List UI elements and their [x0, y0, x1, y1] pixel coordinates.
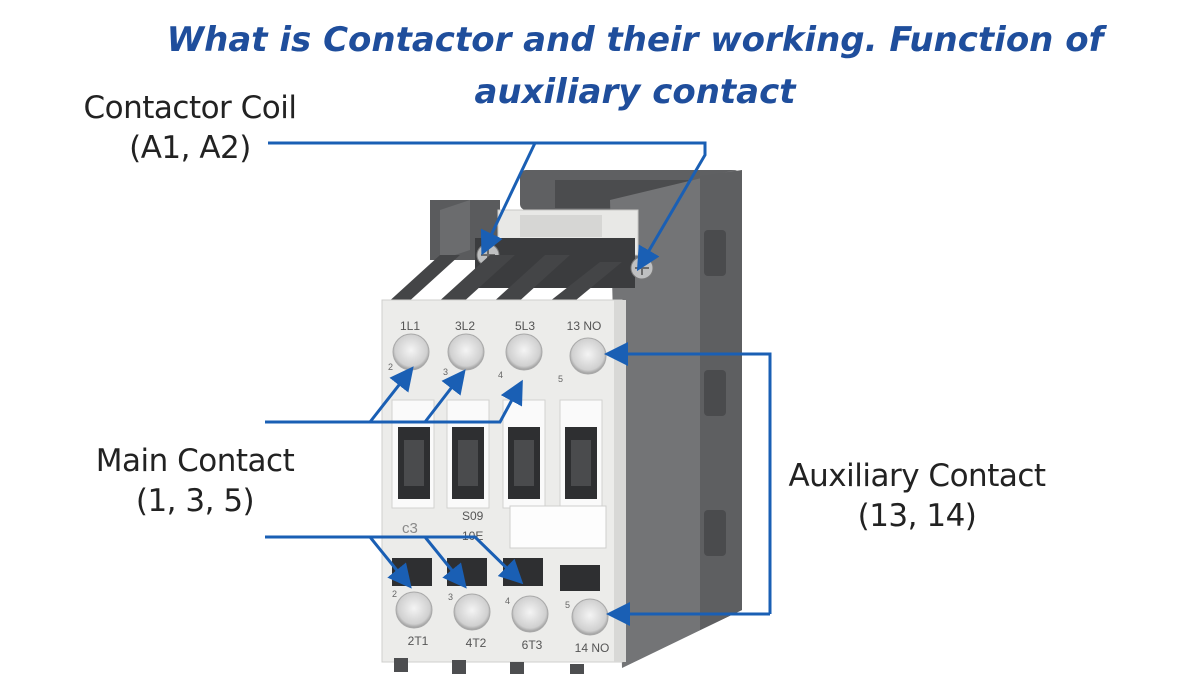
contactor-coil-label-terminals: (A1, A2) — [129, 130, 251, 166]
top-number-2: 2 — [388, 362, 393, 372]
label-window — [509, 505, 607, 549]
main-arrow-bottom-2 — [423, 536, 467, 589]
bottom-terminal-holes: 2 3 4 5 — [392, 589, 609, 636]
main-arrow-top-1 — [368, 366, 414, 423]
aux-arrow-13 — [604, 342, 772, 614]
page-title: What is Contactor and their working. Fun… — [166, 20, 1104, 112]
terminal-label-4t2: 4T2 — [466, 636, 487, 650]
terminal-label-2t1: 2T1 — [408, 634, 429, 648]
main-arrow-bottom-3 — [265, 535, 524, 585]
terminal-label-13no: 13 NO — [567, 319, 602, 333]
main-arrow-top-2 — [423, 369, 466, 423]
bottom-number-3: 3 — [448, 592, 453, 602]
terminal-label-5l3: 5L3 — [515, 319, 535, 333]
coil-arrow-a2 — [268, 141, 707, 272]
auxiliary-contact-label: Auxiliary Contact (13, 14) — [782, 456, 1052, 536]
bottom-terminal-labels: 2T1 4T2 6T3 14 NO — [408, 634, 610, 655]
contact-windows — [391, 399, 603, 509]
main-contact-label-name: Main Contact — [95, 443, 295, 479]
top-terminal-labels: 1L1 3L2 5L3 13 NO — [400, 319, 601, 333]
contactor-housing — [430, 170, 742, 668]
top-terminal-holes: 2 3 4 5 — [388, 333, 607, 384]
callout-arrows — [265, 141, 772, 626]
terminal-label-14no: 14 NO — [575, 641, 610, 655]
terminal-label-3l2: 3L2 — [455, 319, 475, 333]
top-number-3: 3 — [443, 367, 448, 377]
terminal-label-6t3: 6T3 — [522, 638, 543, 652]
top-number-5: 5 — [558, 374, 563, 384]
main-contact-label: Main Contact (1, 3, 5) — [80, 441, 310, 521]
coil-terminal-area — [475, 209, 654, 288]
auxiliary-contact-label-terminals: (13, 14) — [857, 498, 977, 534]
top-terminal-covers — [385, 255, 622, 305]
top-number-4: 4 — [498, 370, 503, 380]
coil-arrow-a1 — [480, 142, 537, 256]
contactor-coil-label: Contactor Coil (A1, A2) — [70, 88, 310, 168]
brand-logo: c3 — [402, 520, 418, 537]
main-contact-label-terminals: (1, 3, 5) — [135, 483, 255, 519]
bottom-number-2: 2 — [392, 589, 397, 599]
bottom-number-4: 4 — [505, 596, 510, 606]
terminal-label-1l1: 1L1 — [400, 319, 420, 333]
contactor-coil-label-name: Contactor Coil — [83, 90, 297, 126]
model-number: S09 — [462, 509, 484, 523]
main-arrow-top-3 — [265, 379, 523, 424]
auxiliary-contact-label-name: Auxiliary Contact — [788, 458, 1046, 494]
main-arrow-bottom-1 — [368, 536, 412, 589]
bottom-number-5: 5 — [565, 600, 570, 610]
bottom-feet — [394, 658, 584, 674]
